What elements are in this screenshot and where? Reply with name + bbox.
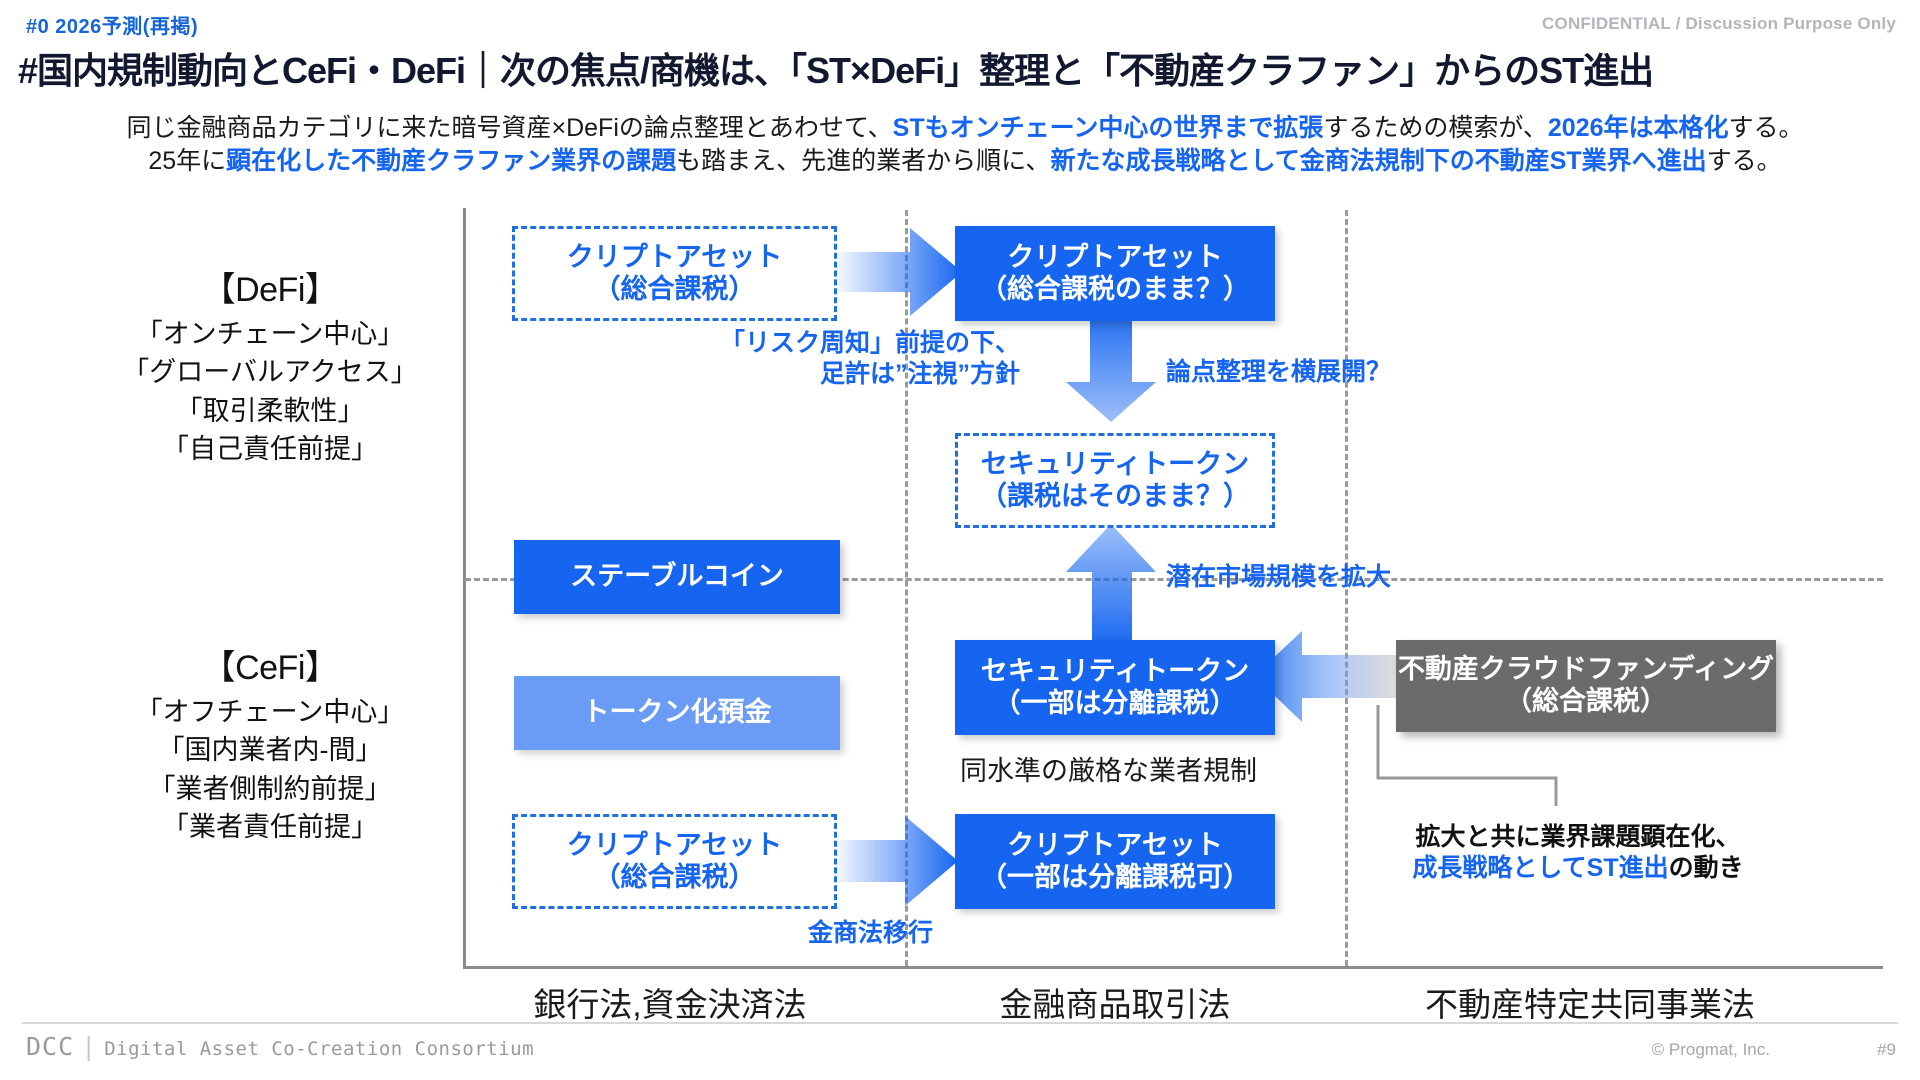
category-item-cefi-0: 「オフチェーン中心」 [135, 697, 405, 727]
box-tokenized-deposit-line1: トークン化預金 [582, 697, 772, 728]
note-growth-strategy: 拡大と共に業界課題顕在化、 成長戦略としてST進出の動き [1378, 822, 1778, 885]
note-risk-policy-line1: 「リスク周知」前提の下、 [719, 329, 1020, 357]
box-defi-st-line1: セキュリティトークン [980, 448, 1250, 479]
category-item-defi-2: 「取引柔軟性」 [175, 395, 365, 426]
box-cefi-crypto-after-line2: （一部は分離課税可） [980, 861, 1250, 892]
box-stablecoin[interactable]: ステーブルコイン [514, 540, 840, 614]
divider-vertical-realestate [1345, 210, 1348, 966]
note-growth-strategy-highlight: 成長戦略としてST進出 [1412, 854, 1669, 883]
note-fiea-shift: 金商法移行 [808, 918, 933, 949]
footer-brand-main: DCC [26, 1032, 75, 1061]
box-defi-crypto-after-line2: （総合課税のまま？） [980, 273, 1250, 304]
lead-l2-a: 25年に [148, 147, 227, 175]
box-tokenized-deposit[interactable]: トークン化預金 [514, 676, 840, 750]
box-cefi-crypto-after-line1: クリプトアセット [1007, 829, 1223, 860]
arrow-cefi-crypto-transition [835, 816, 958, 906]
category-item-defi-0: 「オンチェーン中心」 [135, 319, 405, 349]
box-cefi-st-line1: セキュリティトークン [980, 655, 1250, 686]
lead-l2-e: する。 [1706, 147, 1782, 175]
box-cefi-crypto-before[interactable]: クリプトアセット （総合課税） [512, 814, 837, 909]
axis-label-fiea: 金融商品取引法 [999, 986, 1231, 1023]
note-risk-policy: 「リスク周知」前提の下、 足許は”注視”方針 [600, 328, 1020, 391]
lead-l2-d: 新たな成長戦略として金商法規制下の不動産ST業界へ進出 [1050, 147, 1707, 175]
divider-vertical-fiea [905, 210, 908, 966]
box-defi-crypto-before-line2: （総合課税） [593, 273, 756, 304]
box-defi-crypto-before-line1: クリプトアセット [566, 241, 783, 272]
note-growth-strategy-line2: 成長戦略としてST進出の動き [1378, 853, 1778, 884]
category-item-cefi-2: 「業者側制約前提」 [148, 773, 392, 804]
category-title-cefi: 【CeFi】 [201, 649, 339, 687]
note-market-expand-line1: 潜在市場規模を拡大 [1166, 563, 1392, 591]
box-realestate-cf-line1: 不動産クラウドファンディング [1397, 654, 1775, 685]
box-cefi-crypto-before-line1: クリプトアセット [566, 829, 783, 860]
box-cefi-crypto-before-line2: （総合課税） [593, 861, 756, 892]
box-defi-security-token[interactable]: セキュリティトークン （課税はそのまま？） [955, 433, 1275, 528]
chart-vertical-axis [463, 208, 466, 968]
lead-l1-b: STもオンチェーン中心の世界まで拡張 [892, 114, 1324, 142]
box-defi-crypto-before[interactable]: クリプトアセット （総合課税） [512, 226, 837, 321]
note-market-expand: 潜在市場規模を拡大 [1166, 562, 1391, 593]
box-cefi-crypto-after[interactable]: クリプトアセット （一部は分離課税可） [955, 814, 1275, 909]
arrow-realestate-to-cefi-st [1254, 631, 1400, 722]
note-cross-apply-line1: 論点整理を横展開？ [1166, 358, 1392, 386]
lead-paragraph: 同じ金融商品カテゴリに来た暗号資産×DeFiの論点整理とあわせて、STもオンチェ… [40, 112, 1890, 178]
category-block-cefi: 【CeFi】 「オフチェーン中心」 「国内業者内-間」 「業者側制約前提」 「業… [120, 640, 420, 846]
category-item-defi-1: 「グローバルアクセス」 [122, 357, 418, 388]
category-block-defi: 【DeFi】 「オンチェーン中心」 「グローバルアクセス」 「取引柔軟性」 「自… [120, 262, 420, 468]
arrow-cefi-st-to-defi-st [1066, 524, 1156, 650]
category-item-cefi-3: 「業者責任前提」 [162, 811, 378, 842]
note-growth-strategy-line1: 拡大と共に業界課題顕在化、 [1415, 823, 1741, 851]
chart-horizontal-axis [463, 966, 1883, 969]
lead-l1-c: するための模索が、 [1323, 114, 1548, 142]
box-realestate-crowdfunding[interactable]: 不動産クラウドファンディング （総合課税） [1396, 640, 1776, 732]
box-defi-crypto-after[interactable]: クリプトアセット （総合課税のまま？） [955, 226, 1275, 321]
lead-l1-a: 同じ金融商品カテゴリに来た暗号資産×DeFiの論点整理とあわせて、 [126, 114, 893, 142]
axis-label-realestate-law: 不動産特定共同事業法 [1425, 986, 1755, 1023]
axis-label-banking-law: 銀行法,資金決済法 [533, 986, 807, 1023]
note-fiea-shift-line1: 金商法移行 [808, 919, 934, 947]
lead-l1-d: 2026年は本格化 [1547, 114, 1729, 142]
category-item-cefi-1: 「国内業者内-間」 [157, 735, 383, 766]
box-defi-crypto-after-line1: クリプトアセット [1007, 241, 1223, 272]
note-cross-apply: 論点整理を横展開？ [1166, 357, 1391, 388]
slide-eyebrow: #0 2026予測(再掲) [26, 16, 199, 38]
category-item-defi-3: 「自己責任前提」 [162, 433, 378, 464]
box-cefi-security-token[interactable]: セキュリティトークン （一部は分離課税） [955, 640, 1275, 735]
footer-brand-sub: Digital Asset Co-Creation Consortium [104, 1038, 535, 1060]
box-cefi-st-line2: （一部は分離課税） [993, 687, 1237, 718]
footer-brand: DCC|Digital Asset Co-Creation Consortium [26, 1032, 535, 1061]
note-growth-strategy-tail: の動き [1668, 854, 1744, 883]
page-title: #国内規制動向とCeFi・DeFi｜次の焦点/商機は、「ST×DeFi」整理と「… [18, 50, 1654, 91]
footer-copyright: © Progmat, Inc. [1651, 1040, 1770, 1059]
confidential-notice: CONFIDENTIAL / Discussion Purpose Only [1542, 14, 1896, 33]
divider-horizontal-cefi-defi [465, 578, 1883, 581]
arrow-defi-crypto-transition [835, 228, 962, 316]
box-defi-st-line2: （課税はそのまま？） [980, 480, 1250, 511]
note-risk-policy-line2: 足許は”注視”方針 [819, 360, 1020, 389]
lead-l1-e: する。 [1728, 114, 1804, 142]
box-stablecoin-line1: ステーブルコイン [570, 561, 784, 592]
note-same-regulation-line1: 同水準の厳格な業者規制 [960, 756, 1257, 786]
category-title-defi: 【DeFi】 [201, 271, 339, 309]
lead-l2-b: 顕在化した不動産クラファン業界の課題 [226, 147, 677, 175]
note-same-regulation: 同水準の厳格な業者規制 [960, 755, 1257, 789]
footer-page-number: #9 [1877, 1040, 1896, 1059]
box-realestate-cf-line2: （総合課税） [1505, 686, 1667, 716]
footer-divider [22, 1022, 1898, 1024]
lead-l2-c: も踏まえ、先進的業者から順に、 [676, 147, 1051, 175]
